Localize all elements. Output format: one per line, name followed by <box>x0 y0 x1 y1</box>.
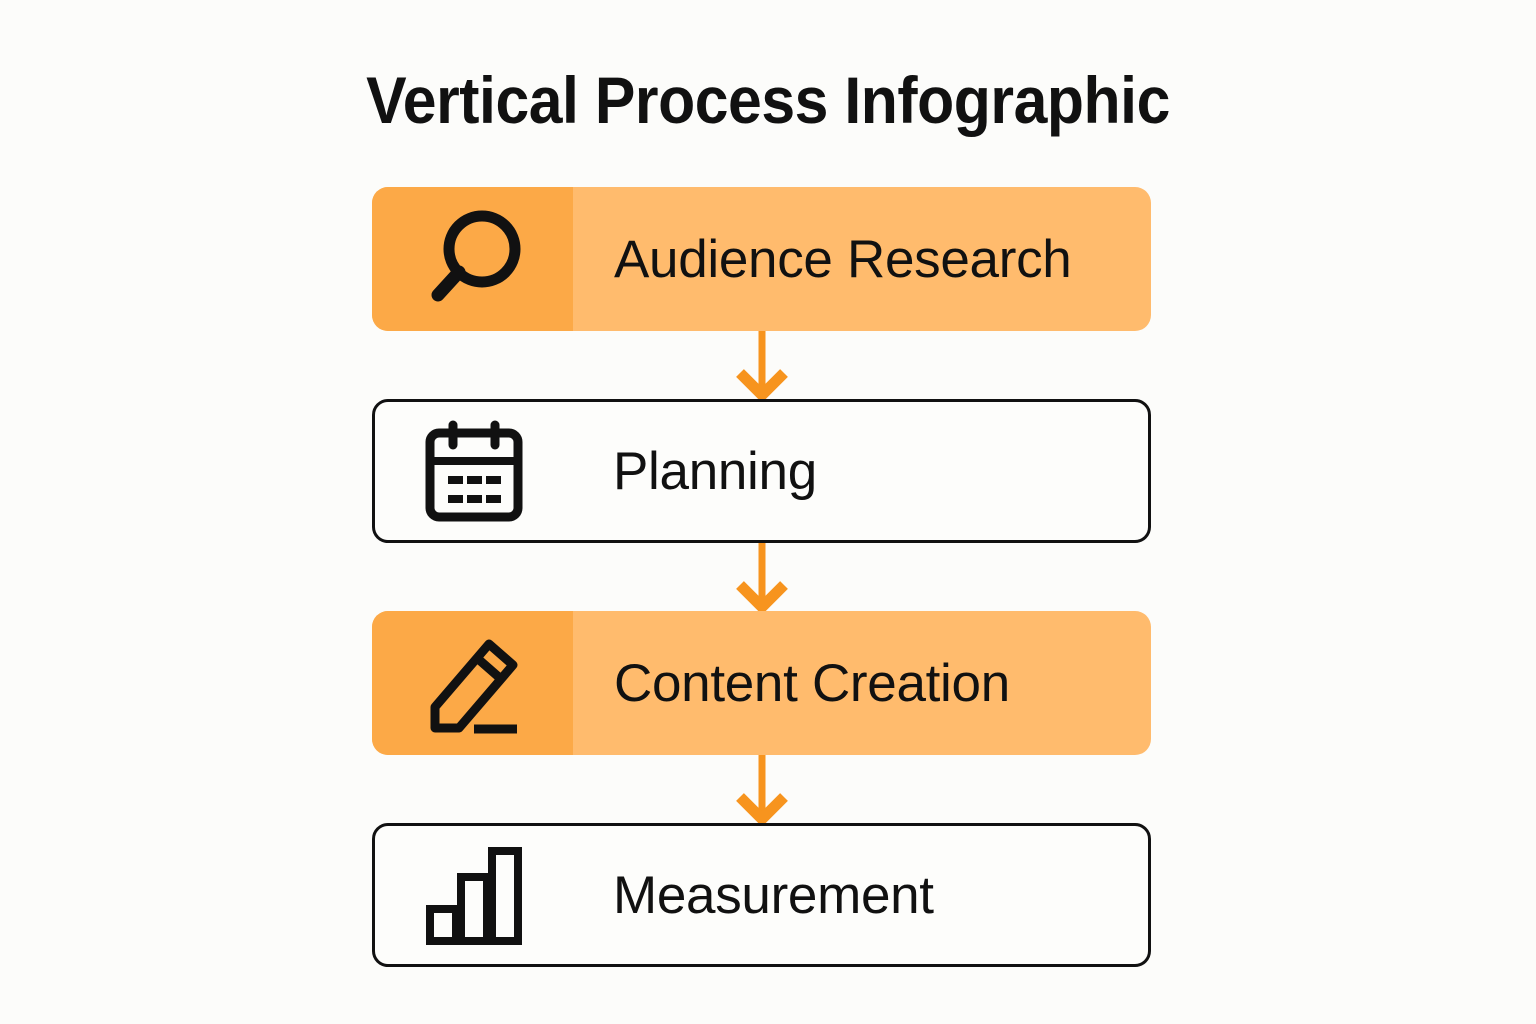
bar-chart-icon <box>375 826 573 964</box>
magnifier-icon <box>372 187 573 331</box>
process-step-label: Planning <box>613 441 817 501</box>
connector-arrow-3 <box>372 755 1151 823</box>
process-step-label: Content Creation <box>614 653 1010 713</box>
connector-arrow-1 <box>372 331 1151 399</box>
page-title: Vertical Process Infographic <box>366 63 1170 137</box>
calendar-icon <box>375 402 573 540</box>
process-step-label: Measurement <box>613 865 934 925</box>
process-step-content-creation[interactable]: Content Creation <box>372 611 1151 755</box>
process-step-list: Audience Research <box>372 187 1151 967</box>
process-step-label: Audience Research <box>614 229 1072 289</box>
process-step-measurement[interactable]: Measurement <box>372 823 1151 967</box>
connector-arrow-2 <box>372 543 1151 611</box>
process-step-planning[interactable]: Planning <box>372 399 1151 543</box>
process-step-audience-research[interactable]: Audience Research <box>372 187 1151 331</box>
pencil-icon <box>372 611 573 755</box>
